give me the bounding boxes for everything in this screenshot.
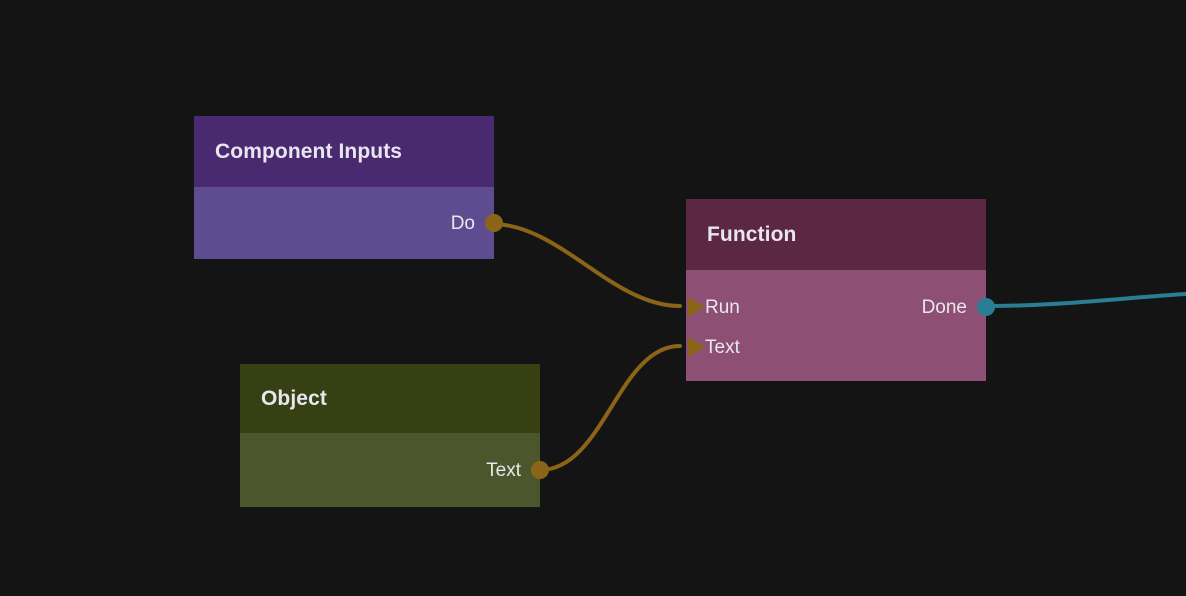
input-port-label-text: Text bbox=[705, 336, 740, 358]
input-connector-arrow-icon-text[interactable] bbox=[688, 337, 705, 357]
node-title: Component Inputs bbox=[215, 139, 403, 163]
input-port-run[interactable]: Run bbox=[688, 287, 740, 327]
input-port-text[interactable]: Text bbox=[688, 327, 740, 367]
output-connector-dot-text[interactable] bbox=[531, 461, 549, 479]
output-port-label-text: Text bbox=[486, 459, 521, 481]
output-connector-dot-done[interactable] bbox=[977, 298, 995, 316]
node-component-inputs[interactable]: Component Inputs Do bbox=[194, 116, 503, 259]
output-port-row-do[interactable]: Do bbox=[194, 187, 503, 259]
node-header-component-inputs[interactable]: Component Inputs bbox=[194, 116, 494, 187]
output-port-done[interactable]: Done bbox=[921, 287, 995, 327]
node-header-object[interactable]: Object bbox=[240, 364, 540, 433]
node-body-component-inputs: Do bbox=[194, 187, 503, 259]
node-title: Object bbox=[261, 386, 327, 410]
output-connector-dot-do[interactable] bbox=[485, 214, 503, 232]
port-row-text: Text bbox=[686, 327, 986, 367]
wire-text-to-text bbox=[538, 344, 682, 472]
node-body-function: Run Done Text bbox=[686, 270, 995, 381]
node-title: Function bbox=[707, 222, 797, 246]
node-header-function[interactable]: Function bbox=[686, 199, 986, 270]
input-connector-arrow-icon-run[interactable] bbox=[688, 297, 705, 317]
input-port-label-run: Run bbox=[705, 296, 740, 318]
wire-done-output bbox=[984, 292, 1186, 308]
port-row-run-done: Run Done bbox=[686, 287, 995, 327]
node-body-object: Text bbox=[240, 433, 549, 507]
output-port-row-text[interactable]: Text bbox=[240, 433, 549, 507]
node-object[interactable]: Object Text bbox=[240, 364, 549, 507]
output-port-label-done: Done bbox=[921, 296, 967, 318]
node-function[interactable]: Function Run Done Text bbox=[686, 199, 995, 381]
output-port-label-do: Do bbox=[450, 212, 475, 234]
wire-do-to-run bbox=[490, 222, 682, 308]
